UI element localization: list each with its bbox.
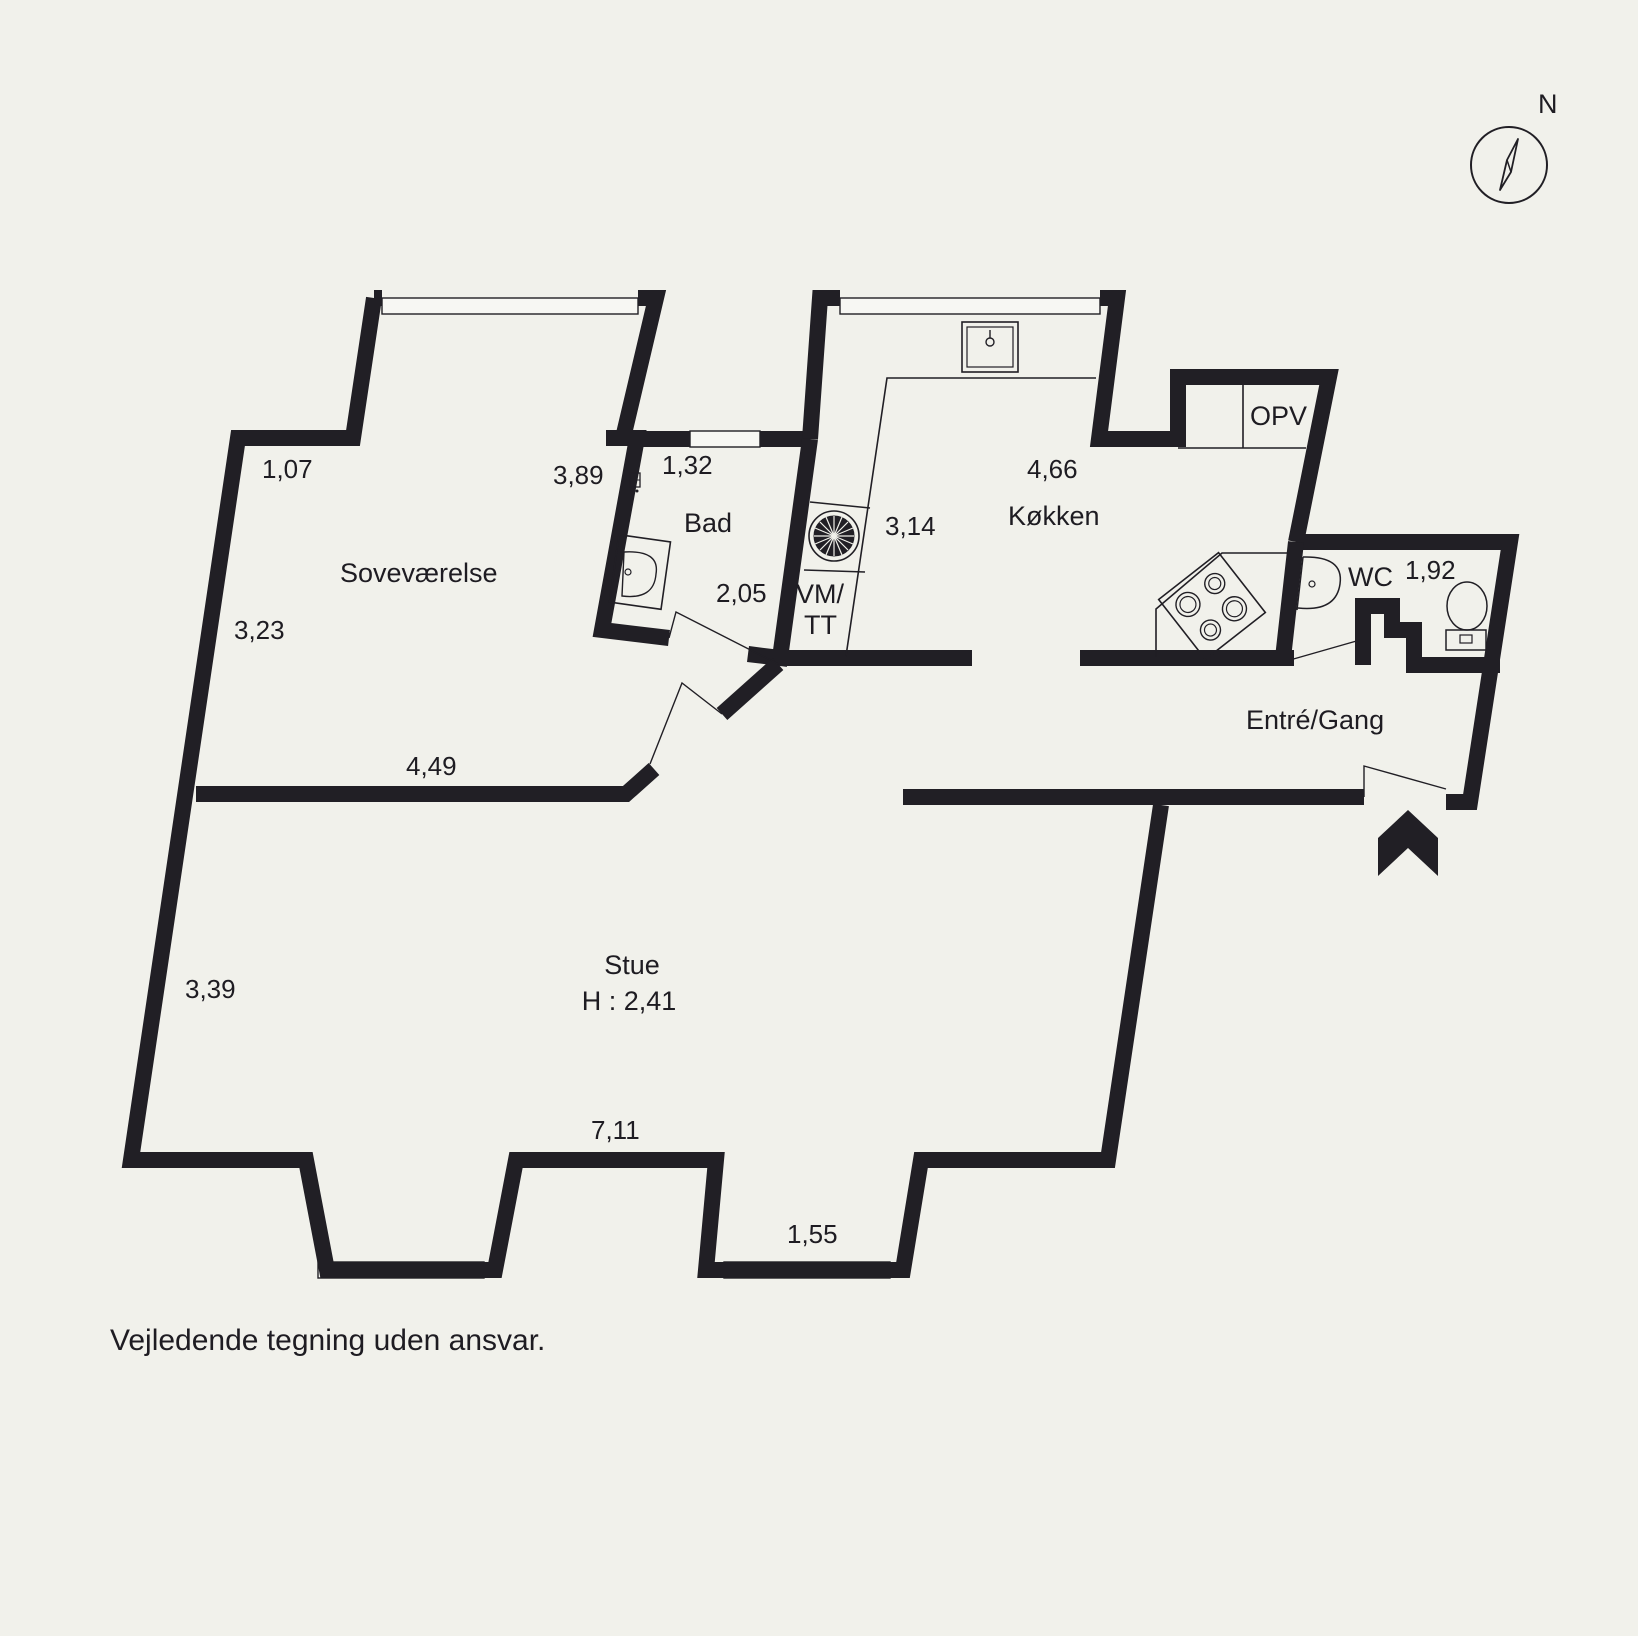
room-label-boiler: OPV (1250, 401, 1307, 431)
wall-bedroom-door-stub (716, 658, 784, 720)
utility-divider-top (809, 501, 871, 509)
wc-washbasin-icon (1296, 556, 1342, 611)
bath-fixtures (608, 472, 672, 611)
wall-bath-east (747, 437, 818, 667)
room-label-bedroom: Soveværelse (340, 558, 498, 588)
dim-bedroom-top-right: 3,89 (553, 460, 604, 490)
dim-bath-top: 1,32 (662, 450, 713, 480)
room-label-hall: Entré/Gang (1246, 705, 1384, 735)
dim-kitchen-width: 4,66 (1027, 454, 1078, 484)
wall-bedroom-east (606, 290, 667, 446)
compass: N (1470, 89, 1558, 204)
wall-bedroom-south (196, 763, 660, 802)
room-label-living-height: H : 2,41 (582, 986, 677, 1016)
wall-wc-inner (1355, 598, 1500, 673)
compass-north-label: N (1538, 89, 1558, 119)
room-label-wc: WC (1348, 562, 1393, 592)
toilet-icon (1445, 581, 1488, 651)
doors (649, 610, 1447, 797)
dim-bath-side: 2,05 (716, 578, 767, 608)
sink-icon (961, 321, 1019, 373)
dim-living-bay: 1,55 (787, 1219, 838, 1249)
dim-living-side: 3,39 (185, 974, 236, 1004)
room-label-bath: Bad (684, 508, 732, 538)
room-label-utility-2: TT (804, 610, 837, 640)
door-wc (1289, 639, 1361, 661)
compass-icon (1470, 126, 1548, 204)
kitchen-counter-lower (1155, 552, 1290, 657)
stove-icon (1157, 551, 1267, 661)
window-bedroom (381, 297, 639, 315)
dim-bedroom-side: 3,23 (234, 615, 285, 645)
wall-kitchen-east (1089, 290, 1339, 544)
wc-fixtures (1296, 556, 1488, 651)
dim-living-bottom: 7,11 (591, 1115, 640, 1145)
window-bath (689, 430, 761, 448)
kitchen-fixtures (803, 321, 1306, 661)
entrance-arrow-icon (1378, 810, 1438, 876)
door-entrance (1363, 765, 1447, 797)
dim-bedroom-bottom: 4,49 (406, 751, 457, 781)
dimension-labels: 1,07 3,89 3,23 4,49 1,32 2,05 4,66 3,14 … (185, 450, 1456, 1249)
dim-wc-width: 1,92 (1405, 555, 1456, 585)
window-kitchen (839, 297, 1101, 315)
walls (121, 290, 1520, 1278)
washing-machine-icon (808, 510, 860, 562)
wall-wc-west (1274, 541, 1304, 666)
room-label-utility-1: VM/ (796, 579, 845, 609)
wall-outer-west (121, 296, 1169, 1278)
washbasin-icon (608, 533, 672, 611)
kitchen-counter-upper (845, 377, 1096, 657)
utility-divider-mid (803, 569, 866, 573)
disclaimer-text: Vejledende tegning uden ansvar. (110, 1324, 545, 1357)
room-label-living: Stue (604, 950, 660, 980)
room-label-kitchen: Køkken (1008, 501, 1100, 531)
shower-icon (629, 472, 641, 493)
wall-kitchen-west (802, 290, 840, 440)
door-bedroom (649, 681, 723, 765)
dim-kitchen-side: 3,14 (885, 511, 936, 541)
room-labels: Soveværelse Bad Køkken VM/ TT OPV WC Ent… (340, 401, 1393, 1016)
wall-bath (592, 430, 670, 646)
door-bath (668, 610, 779, 665)
dim-bedroom-top-left: 1,07 (262, 454, 313, 484)
